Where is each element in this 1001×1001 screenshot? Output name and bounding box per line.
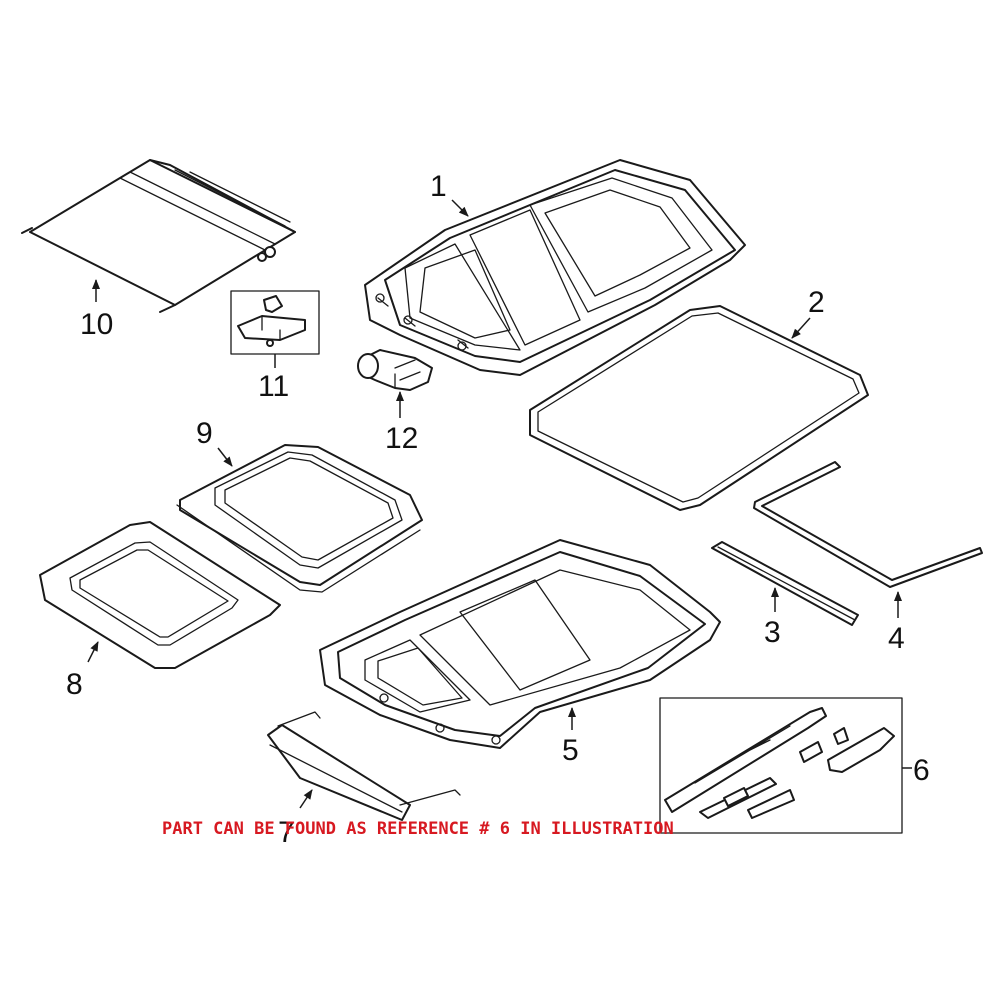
- part-10-sunshade: [21, 159, 296, 313]
- callout-10: 10: [80, 308, 113, 341]
- callout-labels: 1 2 3 4 5 6 7 8 9 10 11 12: [66, 170, 930, 849]
- part-8-rear-glass: [39, 521, 281, 669]
- leader-lines: [87, 199, 912, 809]
- part-6-rails-box: [659, 697, 903, 834]
- callout-1: 1: [430, 170, 447, 203]
- callout-2: 2: [808, 286, 825, 319]
- callout-5: 5: [562, 734, 579, 767]
- reference-note: PART CAN BE FOUND AS REFERENCE # 6 IN IL…: [162, 819, 674, 839]
- callout-6: 6: [913, 754, 930, 787]
- part-3-deflector: [711, 541, 859, 626]
- part-2-seal: [529, 305, 869, 511]
- callout-8: 8: [66, 668, 83, 701]
- callout-9: 9: [196, 417, 213, 450]
- callout-12: 12: [385, 422, 418, 455]
- callout-11: 11: [258, 370, 289, 403]
- callout-7: 7: [278, 816, 295, 849]
- part-9-glass-panel: [176, 444, 423, 593]
- callout-4: 4: [888, 622, 905, 655]
- part-5-frame: [319, 539, 721, 749]
- part-12-motor: [357, 349, 433, 391]
- part-11-clip-box: [230, 290, 320, 355]
- part-7-front-deflector: [267, 711, 461, 821]
- part-4-seal-strip: [753, 461, 983, 588]
- callout-3: 3: [764, 616, 781, 649]
- part-1-glass-panel-assembly: [364, 159, 746, 376]
